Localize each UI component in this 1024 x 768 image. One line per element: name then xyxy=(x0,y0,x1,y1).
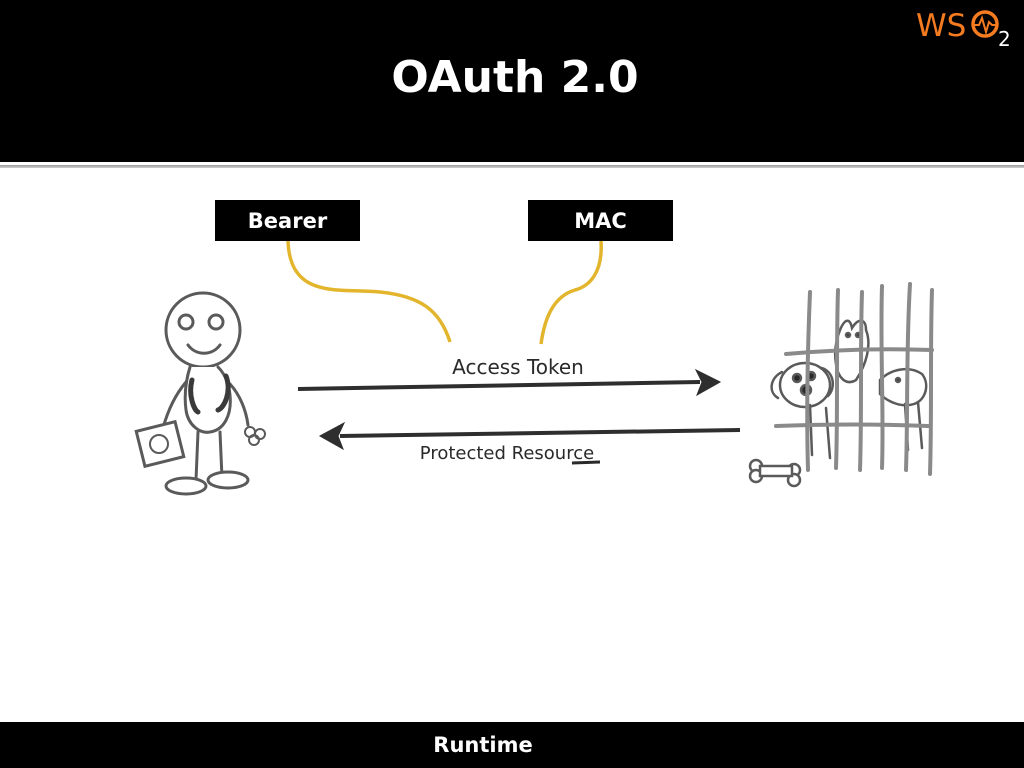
bearer-token-label: Bearer xyxy=(215,200,360,241)
request-arrow xyxy=(297,368,722,397)
oauth-flow-diagram: Access Token Protected Resource xyxy=(134,240,934,496)
access-token-label: Access Token xyxy=(452,355,584,379)
bearer-connector xyxy=(286,240,452,343)
svg-text:WS: WS xyxy=(916,8,966,44)
mac-connector xyxy=(539,240,603,345)
header-divider xyxy=(0,160,1024,168)
person-sketch-icon xyxy=(134,291,266,496)
bone-icon xyxy=(748,458,802,488)
svg-text:2: 2 xyxy=(998,27,1011,50)
wso2-logo-icon: WS 2 xyxy=(916,8,1011,50)
response-arrow xyxy=(318,421,741,451)
mac-token-label: MAC xyxy=(528,200,673,241)
protected-resource-label: Protected Resource xyxy=(420,443,594,464)
slide-footer: Runtime xyxy=(0,722,1024,768)
caged-dogs-icon xyxy=(770,282,934,476)
slide-header: OAuth 2.0 WS 2 xyxy=(0,0,1024,160)
slide-title: OAuth 2.0 xyxy=(391,52,639,103)
footer-label: Runtime xyxy=(433,733,533,757)
